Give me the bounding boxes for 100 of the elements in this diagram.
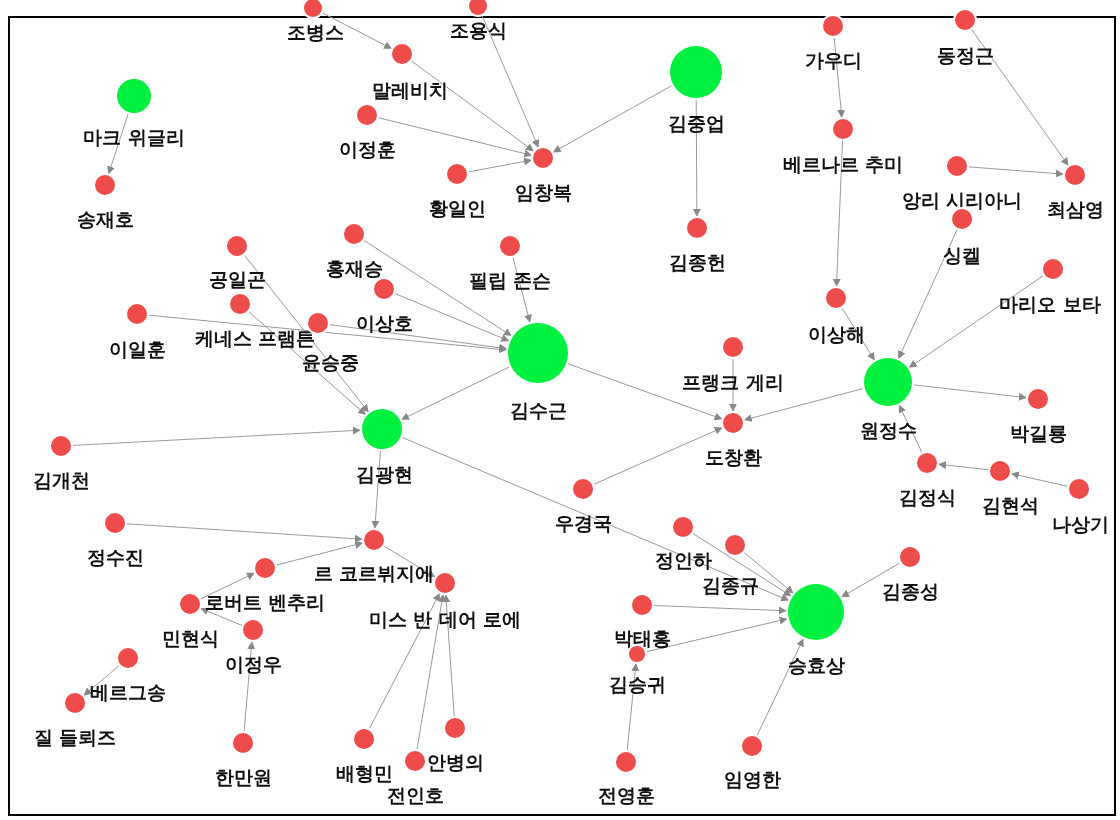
- arrow: [646, 616, 788, 653]
- arrow: [908, 275, 1044, 368]
- node-label: 프랭크 게리: [682, 371, 784, 393]
- arrow: [200, 607, 243, 626]
- node-label: 말레비치: [372, 79, 448, 101]
- node-label: 김개천: [32, 469, 90, 491]
- node-label: 싱켈: [943, 244, 981, 266]
- arrow: [383, 545, 436, 578]
- arrow: [442, 594, 455, 717]
- node-label: 홍재승: [325, 257, 383, 279]
- node-label: 김종헌: [668, 251, 726, 273]
- node-label: 원정수: [859, 419, 917, 441]
- arrow: [369, 592, 440, 729]
- arrow: [692, 99, 701, 217]
- node-label: 우경국: [554, 512, 612, 534]
- arrow: [83, 665, 120, 696]
- arrow: [481, 15, 540, 148]
- arrow: [411, 60, 534, 152]
- node-label: 가우디: [804, 49, 862, 71]
- node-label: 승효상: [787, 654, 845, 676]
- node-label: 공일곤: [208, 268, 266, 290]
- arrow: [416, 594, 446, 750]
- node-label: 한만원: [214, 766, 272, 788]
- arrow: [148, 314, 507, 354]
- arrow: [200, 572, 255, 600]
- node-label: 김중업: [667, 112, 725, 134]
- node-label: 임영한: [723, 768, 781, 790]
- node-label: 전영훈: [597, 784, 655, 806]
- arrow: [363, 240, 512, 337]
- node-label: 필립 존슨: [468, 269, 552, 291]
- node-label: 앙리 시리아니: [901, 189, 1023, 211]
- arrow: [394, 293, 510, 342]
- node-label: 이상호: [355, 312, 413, 334]
- node-label: 김현석: [981, 494, 1039, 516]
- arrow: [593, 427, 723, 485]
- node-label: 민현식: [161, 627, 219, 649]
- node-label: 김종규: [701, 574, 759, 596]
- node-label: 조병스: [286, 21, 344, 43]
- node-label: 케네스 프램튼: [194, 327, 316, 349]
- arrow: [841, 307, 875, 361]
- node-label: 박태홍: [613, 627, 671, 649]
- node-label: 황일인: [428, 197, 486, 219]
- arrow: [968, 166, 1064, 178]
- node-label: 조용식: [449, 19, 507, 41]
- arrow: [833, 37, 846, 118]
- arrow: [107, 113, 129, 175]
- node-label: 윤승중: [301, 351, 359, 373]
- node-label: 이일훈: [108, 338, 166, 360]
- arrow: [72, 426, 361, 446]
- node-label: 도창환: [704, 446, 762, 468]
- node-label: 미스 반 데어 로에: [368, 608, 522, 630]
- arrow: [898, 229, 958, 360]
- arrow: [743, 552, 794, 594]
- arrow: [729, 358, 737, 412]
- arrow: [626, 663, 640, 751]
- arrow: [322, 12, 392, 49]
- arrow: [841, 562, 901, 598]
- arrow: [743, 388, 864, 422]
- node-label: 정수진: [86, 546, 144, 568]
- arrow: [1010, 471, 1068, 487]
- arrow: [243, 641, 256, 732]
- node-label: 이정훈: [338, 138, 396, 160]
- arrow: [971, 29, 1069, 166]
- node-label: 나상기: [1051, 513, 1109, 535]
- arrow: [832, 140, 843, 287]
- node-label: 김승귀: [608, 673, 666, 695]
- node-label: 동정근: [936, 44, 994, 66]
- arrow: [913, 384, 1027, 401]
- arrow: [938, 461, 989, 471]
- node-label: 김광현: [355, 463, 413, 485]
- arrow: [244, 254, 369, 413]
- arrow: [898, 404, 923, 453]
- node-label: 르 코르뷔지에: [313, 562, 435, 584]
- arrow: [567, 363, 723, 421]
- arrow: [552, 85, 673, 153]
- arrow: [329, 324, 508, 352]
- node-label: 최삼영: [1046, 198, 1104, 220]
- node-label: 배형민: [335, 762, 393, 784]
- node-label: 마크 위글리: [83, 126, 185, 148]
- arrow: [401, 366, 510, 420]
- arrow: [378, 117, 533, 158]
- node-label: 이정우: [224, 653, 282, 675]
- arrow: [248, 311, 367, 416]
- arrow: [512, 257, 532, 323]
- node-label: 베르나르 추미: [782, 153, 904, 175]
- node-label: 전인호: [386, 784, 444, 806]
- arrow: [401, 437, 790, 602]
- node-label: 김정식: [898, 486, 956, 508]
- arrow: [653, 605, 787, 615]
- node-label: 김수근: [509, 399, 567, 421]
- arrow: [371, 450, 381, 529]
- node-label: 마리오 보타: [999, 293, 1101, 315]
- arrow: [468, 157, 532, 173]
- node-label: 임창복: [514, 181, 572, 203]
- arrow: [692, 533, 792, 597]
- node-label: 김종성: [881, 580, 939, 602]
- arrow: [276, 540, 364, 566]
- node-label: 박길룡: [1009, 422, 1067, 444]
- arrow: [756, 638, 804, 736]
- node-label: 로버트 벤추리: [204, 591, 326, 613]
